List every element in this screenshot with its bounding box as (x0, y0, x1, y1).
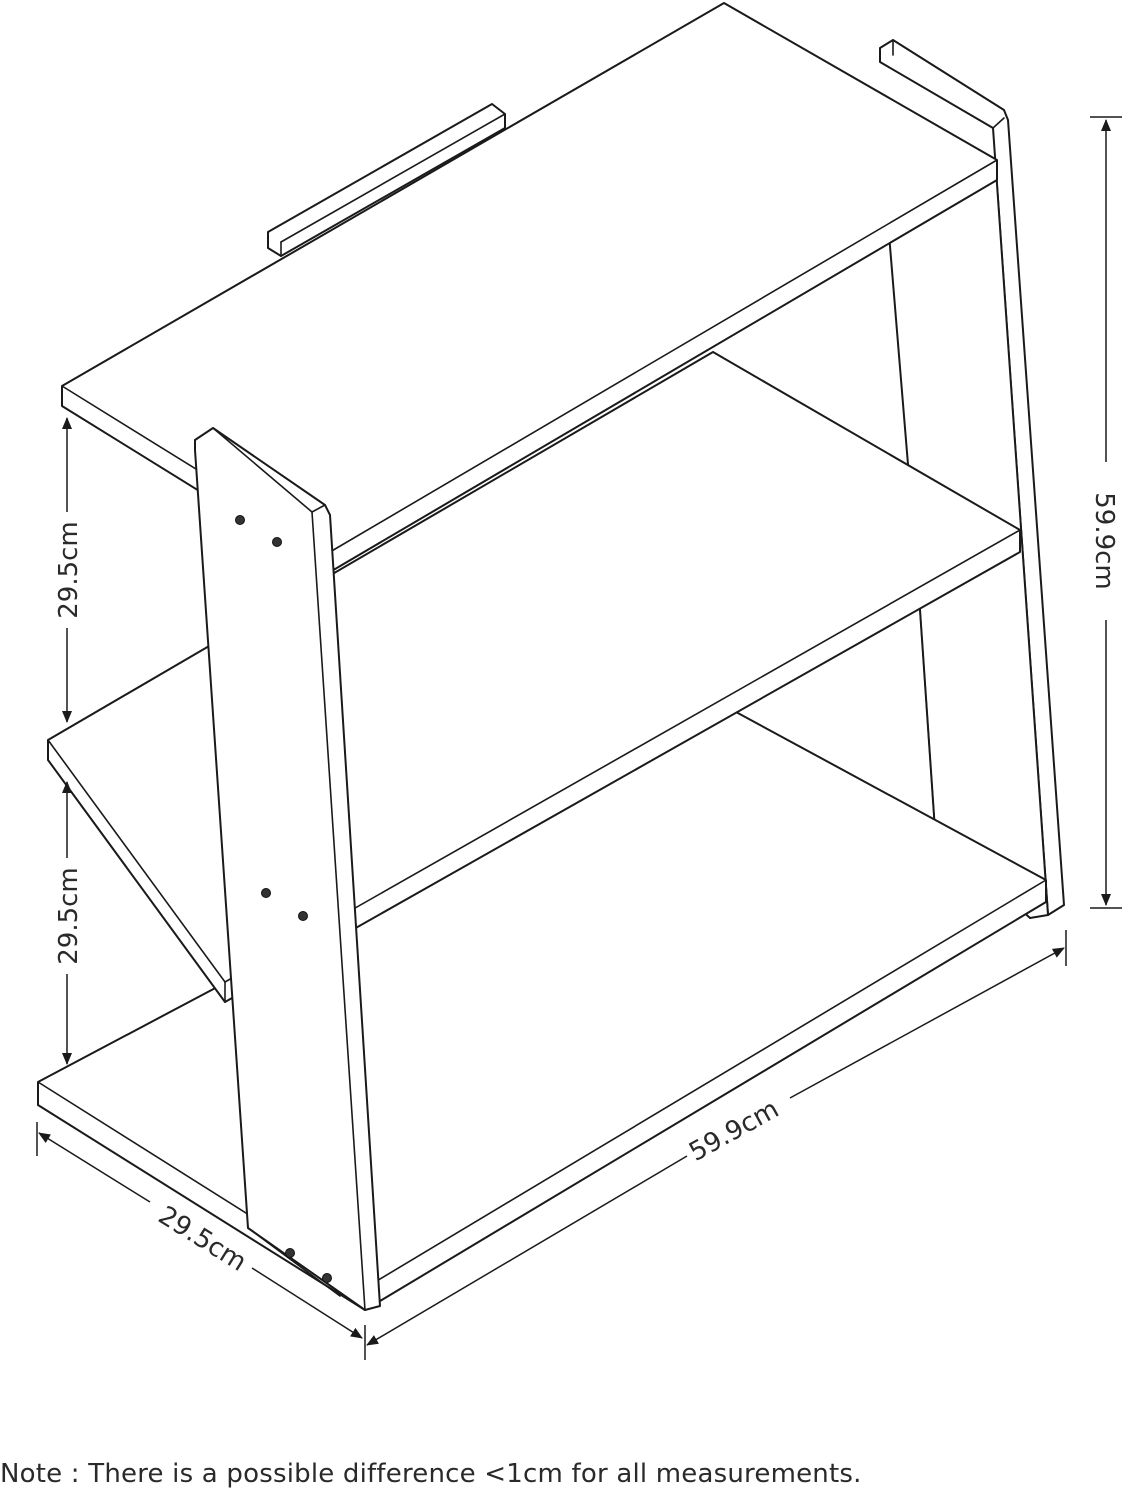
screw (235, 515, 245, 525)
screw (298, 911, 308, 921)
back-rail (267, 103, 506, 257)
measurement-note: Note : There is a possible difference <1… (0, 1459, 862, 1489)
dimension-lower-gap: 29.5cm (54, 781, 84, 1065)
dim-label-upper-gap: 29.5cm (54, 521, 84, 619)
dim-label-lower-gap: 29.5cm (54, 867, 84, 965)
dim-label-total-height: 59.9cm (1089, 492, 1119, 590)
dimension-total-height: 59.9cm (1089, 116, 1122, 909)
dimension-upper-gap: 29.5cm (54, 417, 84, 723)
screw (261, 888, 271, 898)
screw (272, 537, 282, 547)
screw (285, 1248, 295, 1258)
screws (235, 515, 332, 1283)
front-left-leg (194, 427, 381, 1311)
screw (322, 1273, 332, 1283)
right-back-leg (879, 39, 1065, 916)
